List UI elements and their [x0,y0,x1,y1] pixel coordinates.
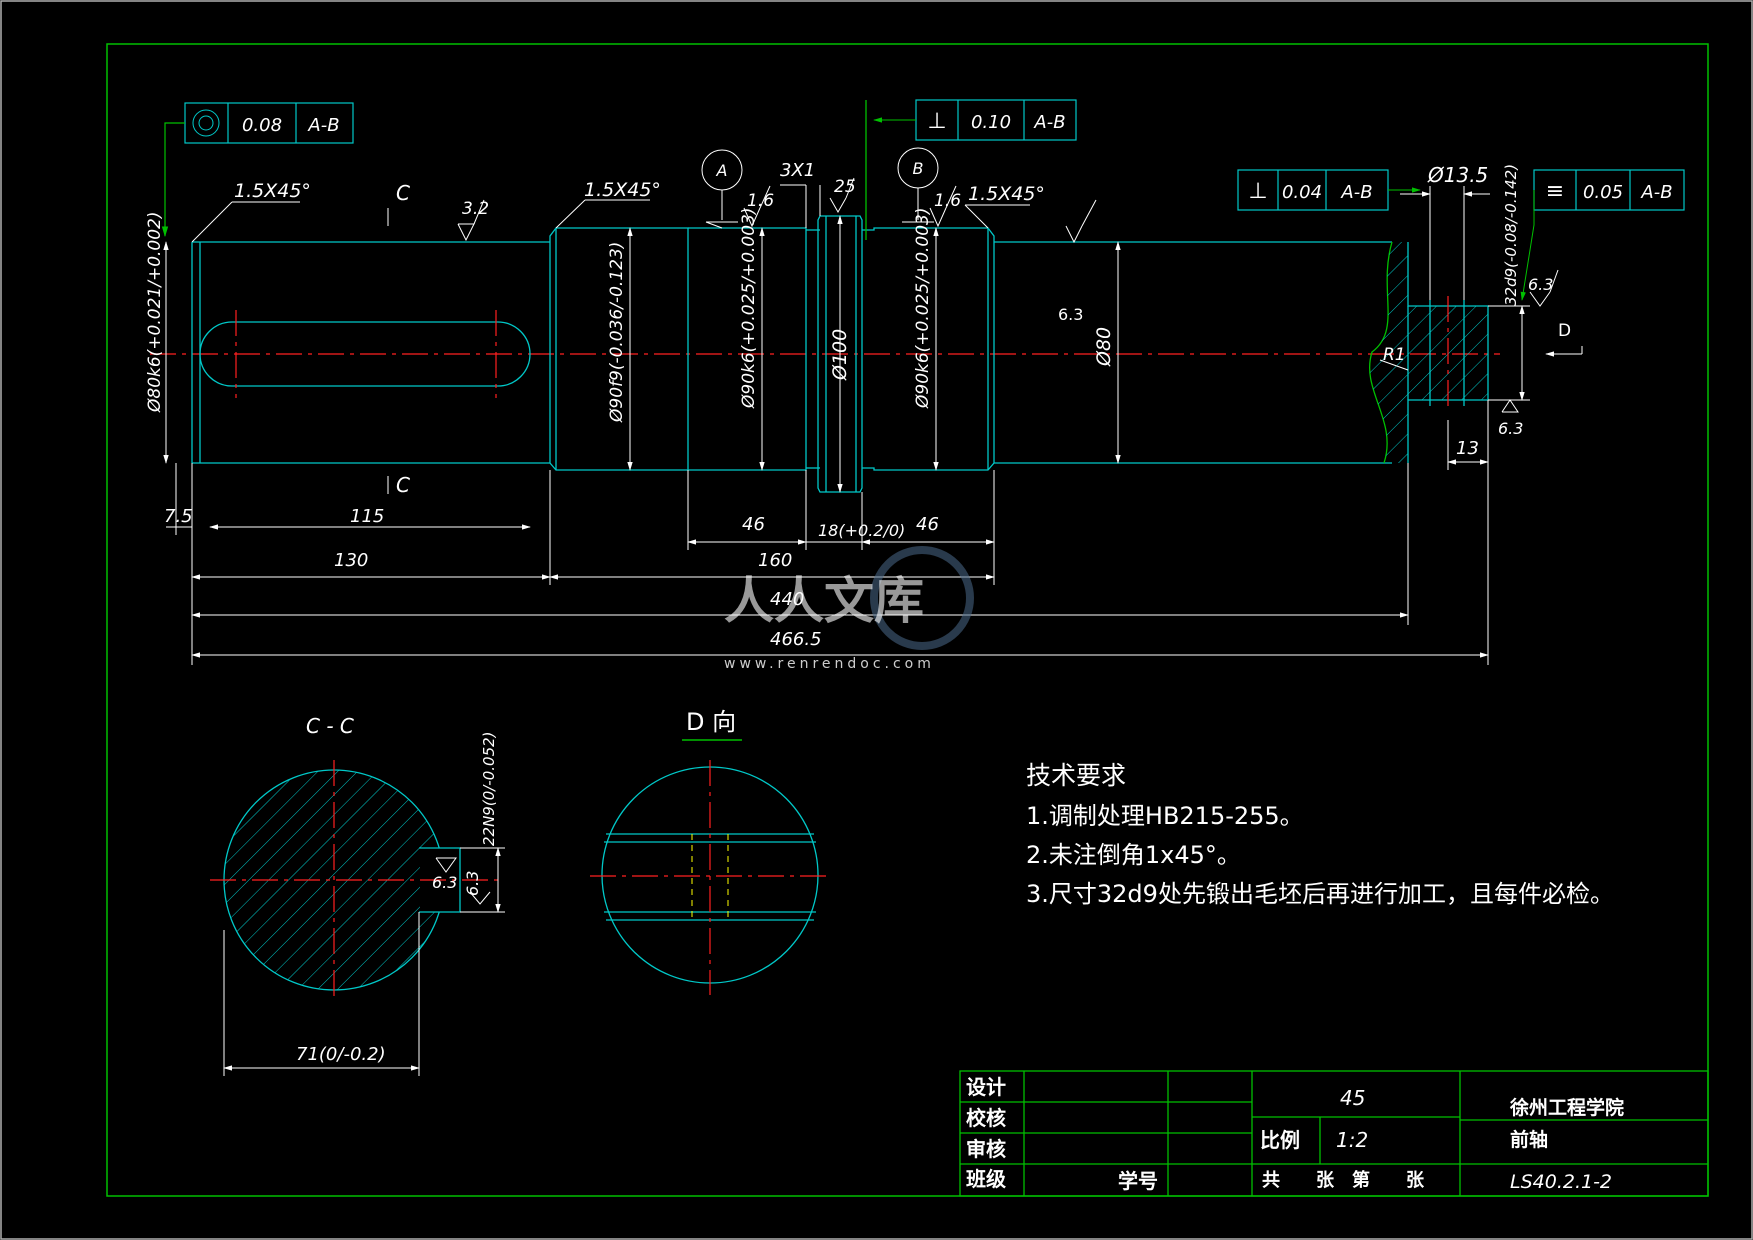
width-32d9-label: 32d9(-0.08/-0.142) [1502,164,1520,306]
gdt-top-left [161,102,354,238]
tb-check: 校核 [966,1106,1006,1130]
tb-school: 徐州工程学院 [1509,1096,1624,1119]
watermark-url: www.renrendoc.com [724,656,935,672]
roughness-3-label: 25 [834,177,856,197]
section-cc-keyway: 22N9(0/-0.052) [480,731,498,846]
chamfer-left: 1.5X45° [234,180,311,202]
gdt-right-sym-symbol: ≡ [1546,179,1564,204]
tech-requirements: 技术要求 1.调制处理HB215-255。 2.未注倒角1x45°。 3.尺寸3… [1026,761,1614,908]
gdt-right-perp-symbol: ⊥ [1248,179,1267,204]
len-46a: 46 [742,514,765,535]
len-115: 115 [350,506,384,527]
roughness-5-label: 6.3 [1058,305,1083,324]
roughness-symbols [457,177,1559,413]
datum-b-marker [897,147,939,223]
tb-sheets: 共 张 第 张 [1262,1169,1425,1191]
gdt-top-center-datum: A-B [1033,112,1065,133]
dia-90k6-b-label: Ø90k6(+0.025/+0.003) [913,208,933,410]
view-d-arrow-label: D [1558,321,1571,341]
len-13: 13 [1456,438,1479,459]
gdt-top-left-value: 0.08 [242,115,282,136]
gdt-top-left-datum: A-B [307,115,339,136]
view-d-title: D 向 [686,708,736,736]
tb-part-name: 前轴 [1510,1128,1548,1151]
tb-class: 班级 [966,1167,1006,1191]
gdt-right-perp [1237,169,1421,211]
roughness-1-label: 3.2 [462,199,489,219]
drawing-frame [106,43,1709,1197]
gdt-right-sym-value: 0.05 [1583,182,1623,203]
roughness-2-label: 1.6 [747,191,774,211]
len-440: 440 [770,589,804,610]
title-block [959,1070,1709,1197]
gdt-right-perp-value: 0.04 [1282,182,1322,203]
view-d [590,739,830,995]
tech-item-3: 3.尺寸32d9处先锻出毛坯后再进行加工，且每件必检。 [1026,880,1614,908]
gdt-right-perp-datum: A-B [1340,182,1372,203]
len-18: 18(+0.2/0) [818,521,905,540]
roughness-6-label: 6.3 [1528,275,1553,294]
len-46b: 46 [916,514,939,535]
dimension-lines [163,184,1583,665]
tech-title: 技术要求 [1026,761,1126,790]
section-mark-top: C [396,181,410,205]
datum-a-marker [701,149,743,229]
section-mark-bottom: C [396,473,410,497]
section-cc-roughness-b: 6.3 [463,871,482,896]
roughness-7-label: 6.3 [1498,419,1523,438]
chamfer-right: 1.5X45° [968,183,1045,205]
section-cc-title: C - C [306,714,354,738]
groove-label: 3X1 [780,160,815,181]
radius-label: R1 [1383,345,1406,365]
chamfer-mid: 1.5X45° [584,179,661,201]
watermark-text: 人人文库 [724,572,924,630]
tb-material: 45 [1340,1086,1365,1110]
dia-80-label: Ø80 [1093,327,1115,367]
dia-13-5-label: Ø13.5 [1427,163,1488,187]
roughness-4-label: 1.6 [934,191,961,211]
section-cc-view [210,760,505,1076]
gdt-top-center [865,99,1077,240]
len-7-5: 7.5 [164,506,193,527]
datum-a-label: A [716,161,728,180]
dia-90k6-a-label: Ø90k6(+0.025/+0.003) [739,208,759,410]
section-cc-roughness-a: 6.3 [432,873,457,892]
len-160: 160 [758,550,792,571]
section-cc-width: 71(0/-0.2) [296,1044,386,1065]
len-130: 130 [334,550,368,571]
dia-100-label: Ø100 [829,329,851,381]
gdt-right-sym [1520,169,1685,301]
dia-90f9-label: Ø90f9(-0.036/-0.123) [607,242,627,423]
tb-scale: 1:2 [1336,1128,1368,1152]
tb-scale-label: 比例 [1260,1128,1300,1152]
datum-b-label: B [913,159,924,178]
len-466-5: 466.5 [770,629,822,650]
tb-student-id: 学号 [1118,1169,1158,1193]
watermark [870,546,974,650]
tech-item-1: 1.调制处理HB215-255。 [1026,802,1304,830]
tech-item-2: 2.未注倒角1x45°。 [1026,841,1241,869]
gdt-right-sym-datum: A-B [1640,182,1672,203]
shaft-main-view [150,215,1500,493]
tb-drawing-no: LS40.2.1-2 [1510,1171,1612,1193]
gdt-top-center-value: 0.10 [971,112,1011,133]
dia-left-label: Ø80k6(+0.021/+0.002) [145,212,165,414]
tb-design: 设计 [966,1075,1006,1099]
gdt-top-center-symbol: ⊥ [927,109,946,134]
tb-review: 审核 [966,1137,1006,1161]
